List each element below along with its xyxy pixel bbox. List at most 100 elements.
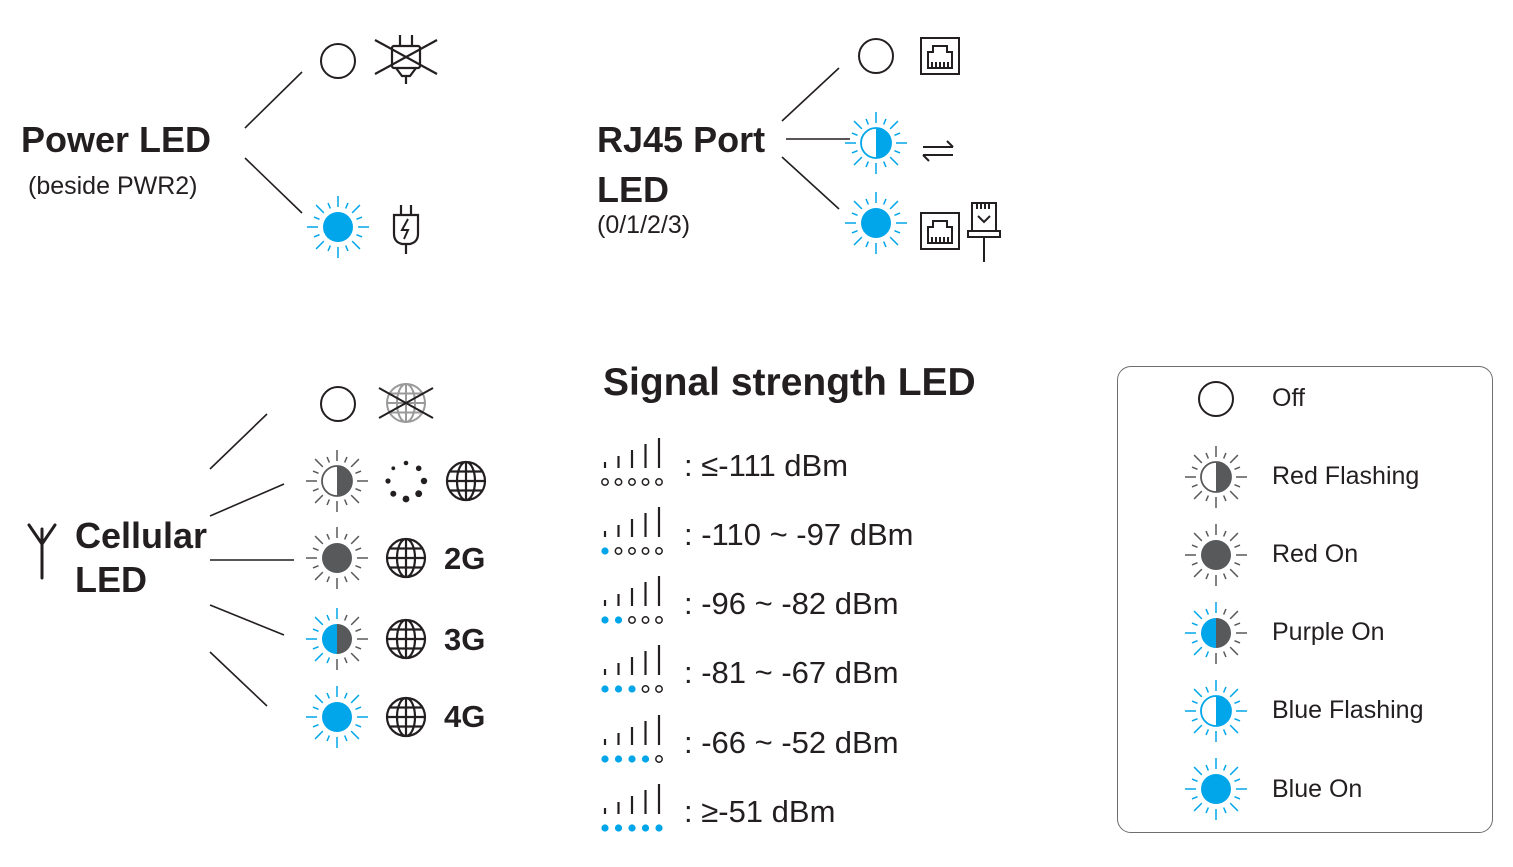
led-ray: [350, 535, 360, 545]
led-ray: [1205, 764, 1210, 771]
led-off-icon: [320, 43, 356, 79]
led-ray: [326, 456, 331, 463]
signal-dot-unlit: [655, 685, 663, 693]
signal-strength-title: Signal strength LED: [603, 361, 976, 404]
connector-line: [209, 413, 268, 470]
led-ray: [314, 458, 324, 468]
connector-lines: [209, 67, 850, 707]
signal-dot-lit: [628, 824, 636, 832]
led-ray: [343, 735, 348, 742]
led-ray: [350, 458, 360, 468]
globe-icon: [385, 618, 427, 660]
led-ray: [355, 628, 362, 633]
led-ray: [314, 535, 324, 545]
signal-dot-unlit: [641, 478, 650, 486]
led-ray: [312, 706, 319, 711]
led-ray: [312, 564, 319, 569]
led-ray: [851, 212, 858, 217]
led-ray: [1229, 490, 1239, 500]
signal-dot-unlit: [614, 478, 623, 486]
led-ray: [1191, 622, 1198, 627]
signal-dot-lit: [655, 824, 663, 832]
led-ray: [853, 236, 863, 246]
signal-dot-unlit: [655, 547, 663, 555]
signal-dot-unlit: [641, 547, 650, 555]
led-ray: [1234, 700, 1241, 705]
led-ray: [1205, 495, 1210, 502]
led-ray: [350, 616, 360, 626]
signal-dot-lit: [614, 616, 623, 624]
legend-label-blue-on: Blue On: [1272, 775, 1363, 803]
led-ray: [314, 571, 324, 581]
led-ray: [1229, 610, 1239, 620]
led-off-icon: [1198, 381, 1234, 417]
connector-line: [244, 71, 303, 129]
led-ray: [889, 200, 899, 210]
led-ray: [1205, 608, 1210, 615]
signal-dot-unlit: [655, 616, 663, 624]
power-led-subtitle: (beside PWR2): [28, 172, 198, 200]
led-ray: [865, 161, 870, 168]
led-ray: [326, 533, 331, 540]
signal-level-0-text: : ≤-111 dBm: [684, 448, 849, 483]
led-ray: [312, 547, 319, 552]
led-ray: [355, 547, 362, 552]
led-ray: [1234, 717, 1241, 722]
legend-label-blue-flashing: Blue Flashing: [1272, 696, 1424, 724]
led-ray: [1193, 646, 1203, 656]
led-ray: [312, 470, 319, 475]
signal-dot-unlit: [614, 547, 623, 555]
led-ray: [315, 240, 325, 250]
signal-dot-unlit: [601, 478, 609, 486]
led-ray: [312, 645, 319, 650]
signal-dot-unlit: [655, 478, 663, 486]
signal-dot-lit: [601, 824, 609, 832]
rj45-led-title-line1: RJ45 Port: [597, 119, 766, 160]
plug-crossed-icon: [374, 35, 438, 84]
signal-level-4-text: : -66 ~ -52 dBm: [684, 725, 899, 760]
led-ray: [343, 456, 348, 463]
led-ray: [1229, 568, 1239, 578]
led-ray: [355, 487, 362, 492]
cellular-4g-label: 4G: [444, 699, 486, 734]
connector-line: [209, 651, 268, 707]
led-ray: [882, 241, 887, 248]
led-ray: [356, 216, 363, 221]
led-ray: [1193, 568, 1203, 578]
connector-line: [209, 483, 285, 517]
led-ray: [894, 229, 901, 234]
led-ray: [314, 694, 324, 704]
signal-dot-unlit: [628, 547, 636, 555]
led-ray: [1234, 466, 1241, 471]
led-ray: [350, 494, 360, 504]
led-ray: [1229, 724, 1239, 734]
led-ray: [1191, 544, 1198, 549]
rj45-port-icon: [920, 37, 960, 75]
led-ray: [1222, 764, 1227, 771]
signal-dot-unlit: [641, 616, 650, 624]
led-ray: [350, 571, 360, 581]
signal-strength-icon: [601, 576, 663, 624]
led-ray: [343, 657, 348, 664]
data-transfer-icon: [922, 140, 954, 162]
led-ray: [889, 236, 899, 246]
connector-line: [781, 156, 840, 210]
led-ray: [327, 245, 332, 252]
signal-strength-icon: [601, 507, 663, 555]
signal-level-1-text: : -110 ~ -97 dBm: [684, 517, 914, 552]
led-blue-on-icon: [307, 196, 369, 258]
led-ray: [1229, 766, 1239, 776]
led-ray: [853, 156, 863, 166]
signal-dot-unlit: [641, 685, 650, 693]
led-ray: [1205, 686, 1210, 693]
signal-dot-unlit: [655, 755, 663, 763]
led-ray: [865, 118, 870, 125]
led-ray: [344, 245, 349, 252]
cellular-2g-label: 2G: [444, 541, 486, 576]
led-ray: [1205, 807, 1210, 814]
led-ray: [894, 149, 901, 154]
led-ray: [1193, 766, 1203, 776]
led-ray: [851, 149, 858, 154]
led-blue-on-icon: [845, 192, 907, 254]
signal-dot-lit: [614, 685, 623, 693]
